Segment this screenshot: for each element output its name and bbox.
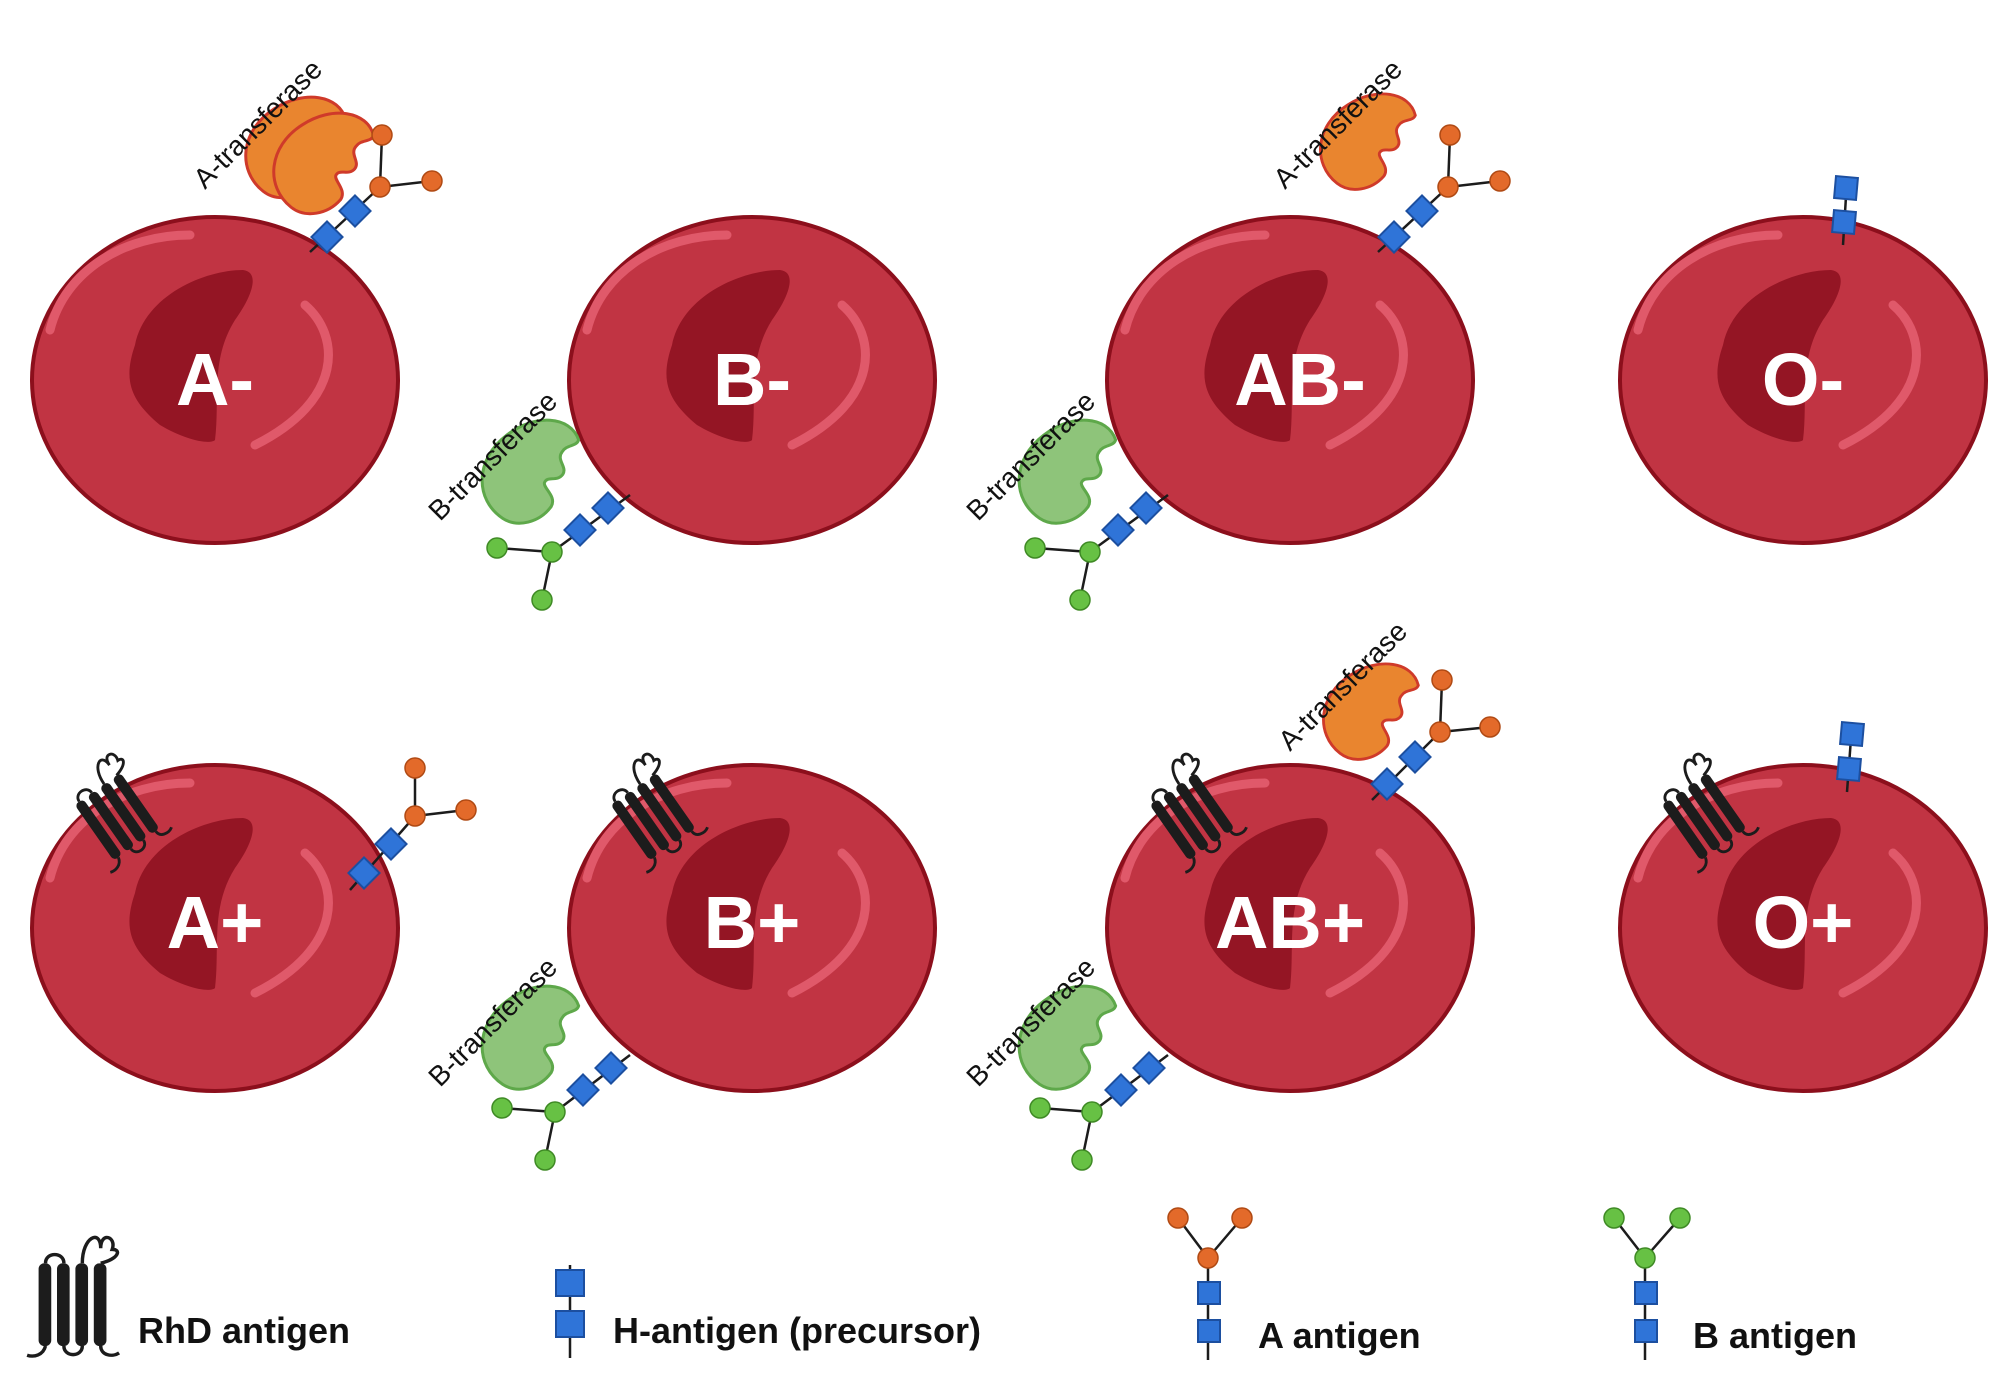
a-antigen-a-neg <box>309 124 443 254</box>
legend-h-antigen-label: H-antigen (precursor) <box>613 1310 981 1351</box>
cell-label-o-neg: O- <box>1762 338 1844 421</box>
a-transferase-ab-neg: A-transferase <box>1267 53 1437 202</box>
cell-label-ab-pos: AB+ <box>1215 881 1365 964</box>
legend-a-antigen-label: A antigen <box>1258 1315 1421 1356</box>
cell-label-a-pos: A+ <box>167 881 264 964</box>
cell-label-b-pos: B+ <box>704 881 801 964</box>
b-antigen-icon <box>1603 1207 1691 1360</box>
cell-a-pos: A+ <box>32 765 398 1091</box>
a-antigen-ab-pos <box>1370 669 1501 801</box>
cell-label-o-pos: O+ <box>1753 881 1854 964</box>
h-antigen-icon <box>555 1265 585 1358</box>
cell-o-pos: O+ <box>1620 765 1986 1091</box>
cell-ab-pos: AB+ <box>1107 765 1473 1091</box>
cell-a-neg: A- <box>32 217 398 543</box>
legend-rhd-label: RhD antigen <box>138 1310 350 1351</box>
cell-label-a-neg: A- <box>176 338 254 421</box>
h-antigen-o-pos <box>1835 720 1866 793</box>
b-antigen-ab-neg <box>1024 491 1169 611</box>
cell-b-pos: B+ <box>569 765 935 1091</box>
b-antigen-b-neg <box>486 491 631 611</box>
cell-b-neg: B- <box>569 217 935 543</box>
a-transferase-a-neg: A-transferase <box>187 53 396 227</box>
cell-ab-neg: AB- <box>1107 217 1473 543</box>
a-antigen-icon <box>1167 1207 1253 1360</box>
cell-label-b-neg: B- <box>713 338 791 421</box>
rhd-antigen-icon <box>25 1235 121 1358</box>
b-antigen-ab-pos <box>1029 1051 1169 1171</box>
b-antigen-b-pos <box>491 1051 631 1171</box>
legend: RhD antigen H-antigen (precursor) A anti… <box>25 1207 1857 1360</box>
a-antigen-ab-neg <box>1377 124 1511 254</box>
h-antigen-o-neg <box>1830 174 1860 246</box>
cell-o-neg: O- <box>1620 217 1986 543</box>
a-antigen-a-pos <box>347 757 477 891</box>
legend-b-antigen-label: B antigen <box>1693 1315 1857 1356</box>
cell-label-ab-neg: AB- <box>1234 338 1366 421</box>
